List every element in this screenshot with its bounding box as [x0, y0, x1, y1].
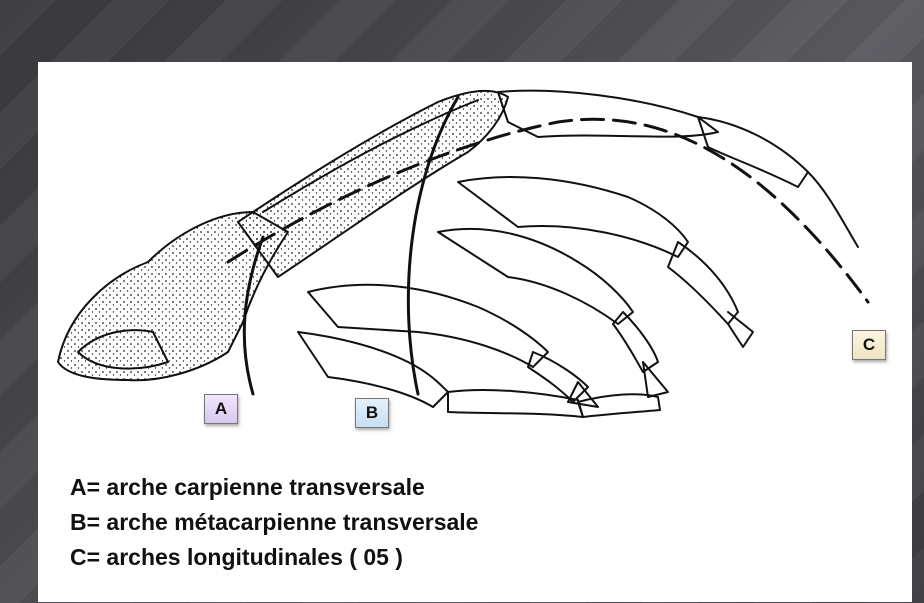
legend: A= arche carpienne transversale B= arche…: [70, 470, 890, 575]
arch-b-label: B: [355, 398, 389, 428]
legend-item-c: C= arches longitudinales ( 05 ): [70, 540, 890, 575]
legend-item-b: B= arche métacarpienne transversale: [70, 505, 890, 540]
arch-c-label: C: [852, 330, 886, 360]
legend-item-a: A= arche carpienne transversale: [70, 470, 890, 505]
arch-a-label: A: [204, 394, 238, 424]
hand-skeleton-drawing: [38, 62, 912, 432]
